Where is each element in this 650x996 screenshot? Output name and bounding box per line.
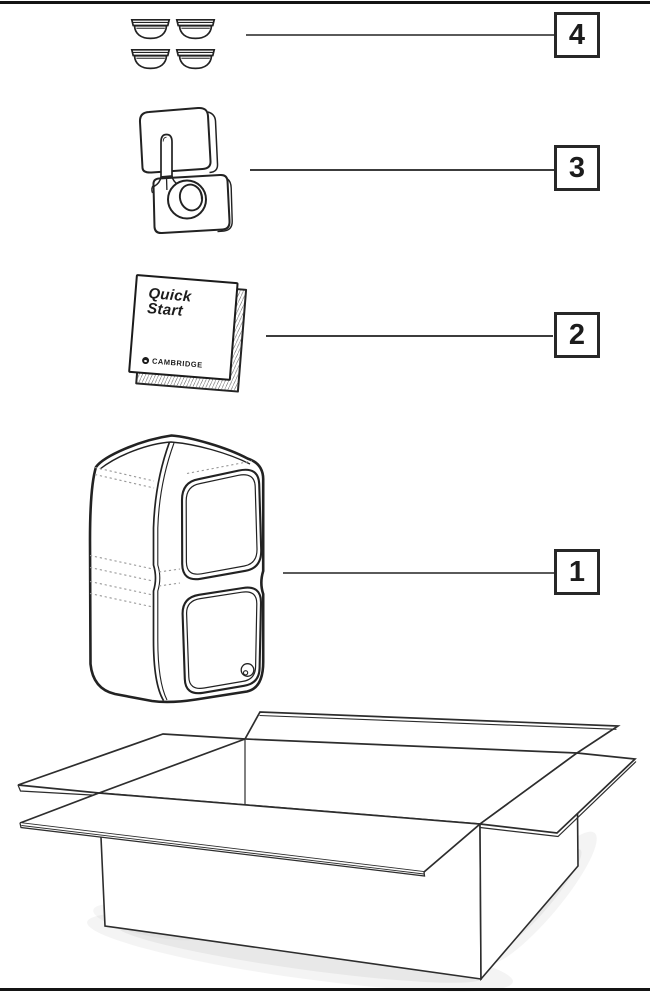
callout-number-3: 3	[568, 151, 586, 184]
callout-number-4: 4	[568, 18, 586, 51]
cambridge-logo-icon	[141, 356, 150, 365]
booklet-brand-text: CAMBRIDGE	[151, 356, 204, 370]
page-border-bottom	[0, 988, 650, 991]
rubber-feet-illustration	[130, 18, 216, 70]
wall-bracket-illustration	[138, 106, 233, 235]
booklet-cover: Quick Start CAMBRIDGE	[128, 274, 239, 381]
speaker-illustration	[88, 434, 265, 704]
booklet-title: Quick Start	[147, 285, 236, 323]
callout-box-1: 1	[554, 549, 600, 595]
callout-number-2: 2	[568, 318, 586, 351]
leader-line-4	[246, 34, 555, 36]
packaging-box-illustration	[17, 711, 637, 992]
callout-number-1: 1	[568, 555, 586, 588]
callout-box-3: 3	[554, 145, 600, 191]
leader-line-3	[250, 169, 556, 171]
callout-box-4: 4	[554, 12, 600, 58]
booklet-brand-row: CAMBRIDGE	[141, 356, 204, 370]
callout-box-2: 2	[554, 312, 600, 358]
leader-line-1	[283, 572, 555, 574]
leader-line-2	[266, 335, 553, 337]
quick-start-guide-illustration: Quick Start CAMBRIDGE	[126, 274, 255, 403]
page-border-top	[0, 1, 650, 4]
